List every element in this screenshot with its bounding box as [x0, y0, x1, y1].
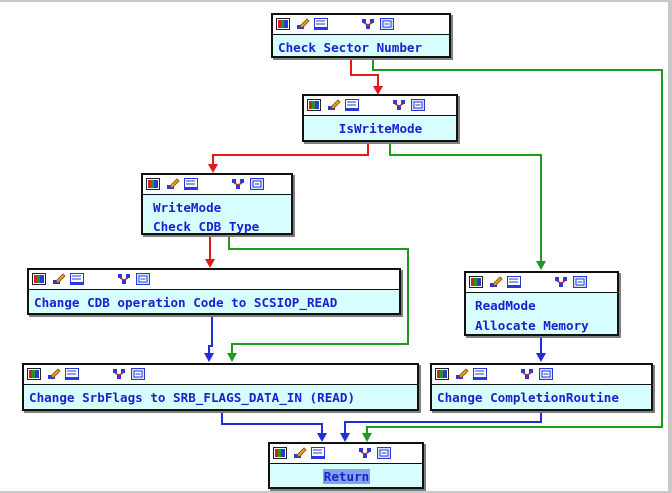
group-nodes-icon[interactable] — [361, 18, 375, 30]
edge-change-srb-to-return — [221, 410, 323, 439]
edge-change-completion-to-return — [344, 410, 542, 439]
comments-icon[interactable] — [473, 368, 487, 380]
node-header — [24, 365, 417, 385]
comments-icon[interactable] — [65, 368, 79, 380]
group-nodes-icon[interactable] — [520, 368, 534, 380]
node-header — [273, 15, 449, 35]
node-header — [143, 175, 291, 195]
copy-block-icon[interactable] — [380, 18, 394, 30]
copy-block-icon[interactable] — [136, 273, 150, 285]
rename-pencil-icon[interactable] — [47, 368, 61, 380]
comments-icon[interactable] — [184, 178, 198, 190]
node-text: IsWriteMode — [304, 116, 456, 141]
node-line: Change CompletionRoutine — [437, 390, 619, 405]
rename-pencil-icon[interactable] — [296, 18, 310, 30]
arrowhead — [340, 433, 350, 442]
node-header — [29, 270, 399, 290]
node-line: IsWriteMode — [338, 121, 423, 136]
node-text: ReadMode Allocate Memory — [466, 293, 617, 338]
node-header — [466, 273, 617, 293]
copy-block-icon[interactable] — [131, 368, 145, 380]
node-line: Allocate Memory — [475, 318, 589, 333]
node-line: Check Sector Number — [278, 40, 423, 55]
comments-icon[interactable] — [314, 18, 328, 30]
arrowhead — [204, 353, 214, 362]
group-nodes-icon[interactable] — [112, 368, 126, 380]
node-line-wrap: Return — [275, 467, 418, 487]
copy-block-icon[interactable] — [539, 368, 553, 380]
node-header — [432, 365, 651, 385]
node-text: Change CDB operation Code to SCSIOP_READ — [29, 290, 399, 315]
copy-block-icon[interactable] — [411, 99, 425, 111]
node-writemode[interactable]: WriteMode Check CDB Type — [141, 173, 293, 235]
graph-color-icon[interactable] — [146, 178, 160, 190]
node-change-srbflags[interactable]: Change SrbFlags to SRB_FLAGS_DATA_IN (RE… — [22, 363, 419, 411]
arrowhead — [205, 259, 215, 268]
graph-color-icon[interactable] — [27, 368, 41, 380]
rename-pencil-icon[interactable] — [327, 99, 341, 111]
copy-block-icon[interactable] — [573, 276, 587, 288]
graph-color-icon[interactable] — [469, 276, 483, 288]
edge-iswritemode-to-readmode — [389, 141, 542, 267]
group-nodes-icon[interactable] — [117, 273, 131, 285]
node-readmode[interactable]: ReadMode Allocate Memory — [464, 271, 619, 336]
rename-pencil-icon[interactable] — [293, 447, 307, 459]
node-text: Return — [270, 464, 422, 489]
graph-color-icon[interactable] — [435, 368, 449, 380]
node-text: Check Sector Number — [273, 35, 449, 60]
graph-color-icon[interactable] — [273, 447, 287, 459]
group-nodes-icon[interactable] — [358, 447, 372, 459]
node-header — [304, 96, 456, 116]
comments-icon[interactable] — [311, 447, 325, 459]
node-text: WriteMode Check CDB Type — [143, 195, 291, 238]
comments-icon[interactable] — [345, 99, 359, 111]
node-line: Change SrbFlags to SRB_FLAGS_DATA_IN (RE… — [29, 390, 356, 405]
copy-block-icon[interactable] — [250, 178, 264, 190]
node-text: Change CompletionRoutine — [432, 385, 651, 410]
arrowhead — [317, 433, 327, 442]
node-line: Change CDB operation Code to SCSIOP_READ — [34, 295, 338, 310]
node-line: ReadMode — [475, 298, 536, 313]
arrowhead — [536, 353, 546, 362]
edge-check-sector-to-iswritemode — [350, 57, 379, 92]
node-line: WriteMode — [153, 200, 222, 215]
copy-block-icon[interactable] — [377, 447, 391, 459]
node-check-sector-number[interactable]: Check Sector Number — [271, 13, 451, 58]
rename-pencil-icon[interactable] — [455, 368, 469, 380]
node-change-completionroutine[interactable]: Change CompletionRoutine — [430, 363, 653, 411]
arrowhead — [208, 164, 218, 173]
group-nodes-icon[interactable] — [231, 178, 245, 190]
graph-color-icon[interactable] — [307, 99, 321, 111]
edge-iswritemode-to-writemode — [212, 141, 369, 170]
graph-color-icon[interactable] — [276, 18, 290, 30]
node-line: Return — [322, 469, 371, 484]
arrowhead — [536, 261, 546, 270]
arrowhead — [362, 433, 372, 442]
rename-pencil-icon[interactable] — [489, 276, 503, 288]
group-nodes-icon[interactable] — [392, 99, 406, 111]
group-nodes-icon[interactable] — [554, 276, 568, 288]
comments-icon[interactable] — [70, 273, 84, 285]
rename-pencil-icon[interactable] — [166, 178, 180, 190]
rename-pencil-icon[interactable] — [52, 273, 66, 285]
node-iswritemode[interactable]: IsWriteMode — [302, 94, 458, 142]
node-return[interactable]: Return — [268, 442, 424, 489]
arrowhead — [227, 353, 237, 362]
node-text: Change SrbFlags to SRB_FLAGS_DATA_IN (RE… — [24, 385, 417, 410]
edge-change-cdb-to-change-srb — [208, 314, 213, 359]
node-change-cdb[interactable]: Change CDB operation Code to SCSIOP_READ — [27, 268, 401, 315]
node-header — [270, 444, 422, 464]
node-line: Check CDB Type — [153, 219, 260, 234]
graph-color-icon[interactable] — [32, 273, 46, 285]
comments-icon[interactable] — [507, 276, 521, 288]
